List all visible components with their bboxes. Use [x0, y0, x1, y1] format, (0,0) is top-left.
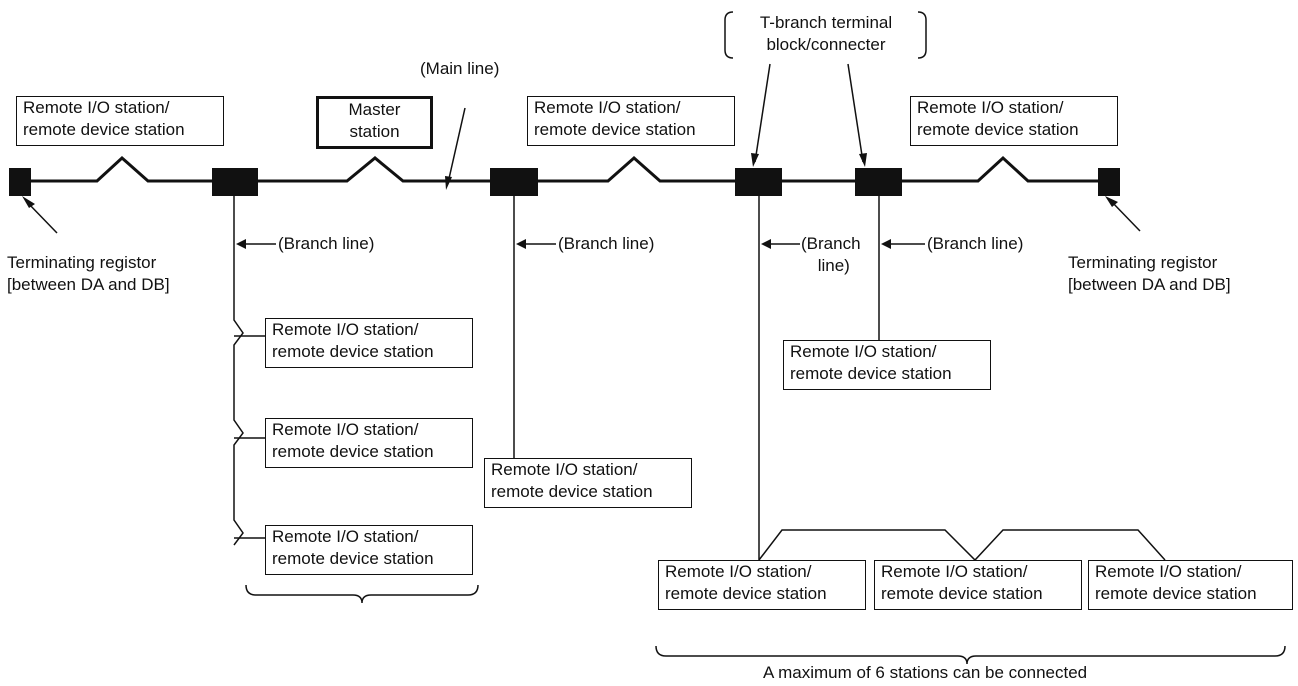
- branch-line: [758, 196, 1166, 563]
- remote-station-bottom-3: Remote I/O station/ remote device statio…: [1088, 560, 1293, 610]
- brace-left: [245, 584, 479, 604]
- master-station: Master station: [316, 96, 433, 149]
- terminating-resistor-left: [9, 168, 31, 196]
- main-line-label: (Main line): [420, 59, 500, 78]
- main-line: [20, 155, 212, 183]
- terminating-resistor-left-label: Terminating registor [between DA and DB]: [7, 253, 170, 294]
- branch-line-label-3: (Branch line): [801, 234, 861, 275]
- connector-block: [490, 168, 538, 196]
- terminating-resistor-right: [1098, 168, 1120, 196]
- remote-station-top-left: Remote I/O station/ remote device statio…: [16, 96, 224, 146]
- remote-station-branch1-c: Remote I/O station/ remote device statio…: [265, 525, 473, 575]
- main-line: [902, 155, 1098, 183]
- branch-line: [233, 196, 244, 546]
- t-branch-label: T-branch terminal block/connecter: [759, 13, 893, 54]
- connector-block: [212, 168, 258, 196]
- branch-line-label-1: (Branch line): [278, 234, 375, 253]
- remote-station-top-center: Remote I/O station/ remote device statio…: [527, 96, 735, 146]
- remote-station-bottom-2: Remote I/O station/ remote device statio…: [874, 560, 1082, 610]
- remote-station-branch2: Remote I/O station/ remote device statio…: [484, 458, 692, 508]
- remote-station-bottom-1: Remote I/O station/ remote device statio…: [658, 560, 866, 610]
- max-stations-note: A maximum of 6 stations can be connected: [763, 663, 1088, 682]
- remote-station-branch1-a: Remote I/O station/ remote device statio…: [265, 318, 473, 368]
- brace-right: [655, 645, 1286, 665]
- t-branch-connector: [855, 168, 902, 196]
- branch-line-label-2: (Branch line): [558, 234, 655, 253]
- remote-station-branch1-b: Remote I/O station/ remote device statio…: [265, 418, 473, 468]
- branch-line-label-4: (Branch line): [927, 234, 1024, 253]
- terminating-resistor-right-label: Terminating registor [between DA and DB]: [1068, 253, 1231, 294]
- t-branch-connector: [735, 168, 782, 196]
- remote-station-top-right: Remote I/O station/ remote device statio…: [910, 96, 1118, 146]
- main-line: [538, 155, 735, 183]
- main-line: [258, 156, 490, 183]
- remote-station-branch4: Remote I/O station/ remote device statio…: [783, 340, 991, 390]
